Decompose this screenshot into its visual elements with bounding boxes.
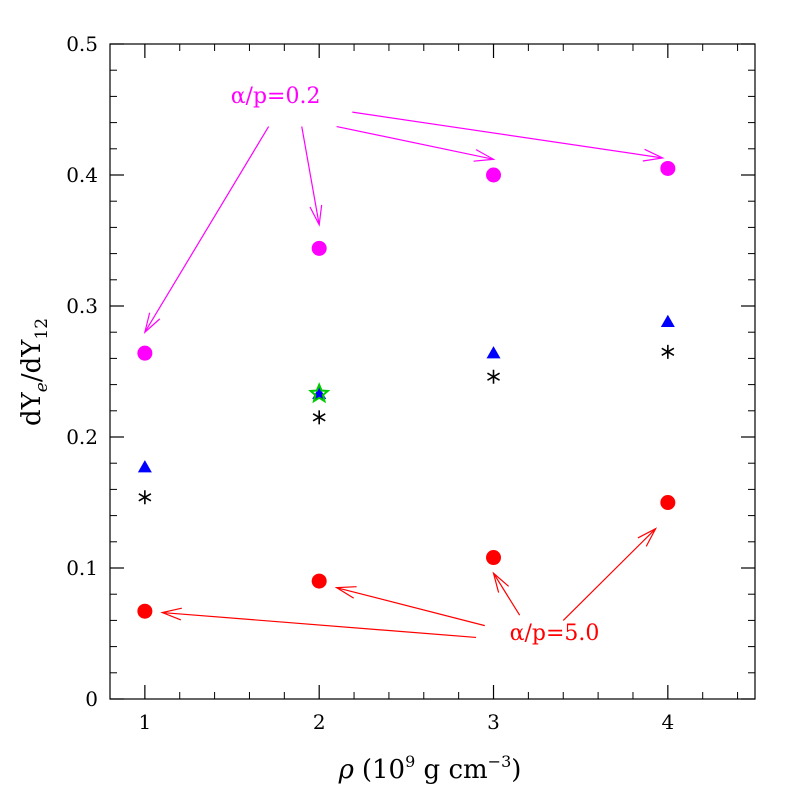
circle-point — [660, 495, 676, 510]
annotation-labels: α/p=0.2 α/p=5.0 — [231, 84, 600, 646]
annotation-arrow-shaft — [493, 572, 521, 616]
circle-point — [311, 573, 327, 589]
annotation-arrow-head — [160, 607, 182, 621]
x-axis-mid: g cm — [415, 755, 487, 785]
triangle-point — [137, 460, 152, 473]
circle-point — [486, 550, 502, 566]
annotation-arrow-shaft — [144, 126, 270, 333]
circle-point — [311, 240, 327, 256]
asterisk-stroke — [487, 372, 500, 381]
asterisk-point — [487, 369, 500, 384]
tick-marks — [109, 43, 755, 700]
x-axis-open: (10 — [362, 755, 405, 785]
y-tick-label: 0 — [85, 687, 98, 711]
annotation-arrow-head — [642, 148, 665, 162]
triangle-point — [486, 346, 501, 359]
annotation-label: α/p=0.2 — [231, 84, 321, 109]
circle-point — [486, 167, 502, 183]
y-axis-sub-12: 12 — [32, 318, 52, 340]
plot-frame — [109, 43, 756, 700]
x-axis-close: ) — [511, 755, 521, 785]
triangle-point — [660, 314, 675, 327]
annotation-arrow-head — [334, 586, 357, 599]
annotation-arrow-head — [473, 149, 496, 162]
x-tick-label: 2 — [313, 710, 326, 734]
asterisk-point — [138, 490, 152, 505]
circle-point — [660, 160, 676, 176]
annotation-arrow-shaft — [301, 126, 320, 225]
annotation-arrow-shaft — [336, 125, 494, 160]
x-axis-rho: ρ — [338, 755, 355, 785]
asterisk-stroke — [138, 493, 152, 502]
y-axis-slash: /dY — [17, 339, 47, 382]
y-axis-d1: dY — [17, 391, 47, 426]
asterisk-point — [312, 410, 326, 425]
x-tick-label: 1 — [138, 710, 151, 734]
annotation-arrows — [143, 111, 665, 639]
y-tick-label: 0.4 — [66, 163, 98, 187]
annotation-arrow-shaft — [336, 587, 485, 627]
asterisk-point — [661, 344, 675, 359]
annotation-arrow-head — [309, 204, 323, 227]
y-axis-sub-e: e — [32, 382, 52, 392]
y-axis-title: dYe/dY12 — [17, 318, 52, 426]
y-tick-label: 0.2 — [66, 425, 98, 449]
asterisk-stroke — [661, 347, 675, 357]
x-axis-title: ρ(109 g cm−3) — [338, 752, 522, 785]
annotation-arrow-head — [492, 571, 510, 593]
annotation-arrow-shaft — [352, 111, 663, 159]
annotation-arrow-shaft — [562, 528, 657, 621]
asterisk-stroke — [312, 413, 326, 422]
annotation-label: α/p=5.0 — [510, 621, 600, 646]
y-tick-label: 0.1 — [66, 556, 98, 580]
x-axis-exp2: −3 — [488, 752, 512, 771]
x-tick-label: 3 — [487, 710, 500, 734]
annotation-arrow-head — [637, 527, 658, 547]
x-tick-label: 4 — [661, 710, 674, 734]
y-tick-label: 0.5 — [66, 32, 98, 56]
circle-point — [137, 345, 153, 361]
x-axis-exp1: 9 — [405, 752, 415, 771]
annotation-arrow-head — [143, 312, 161, 334]
y-tick-label: 0.3 — [66, 294, 98, 318]
star-point — [308, 382, 331, 404]
annotation-arrow-shaft — [162, 611, 477, 639]
tick-labels: 0 0.1 0.2 0.3 0.4 0.5 1 2 3 4 — [66, 32, 674, 734]
circle-point — [137, 603, 153, 619]
data-points — [137, 160, 676, 619]
